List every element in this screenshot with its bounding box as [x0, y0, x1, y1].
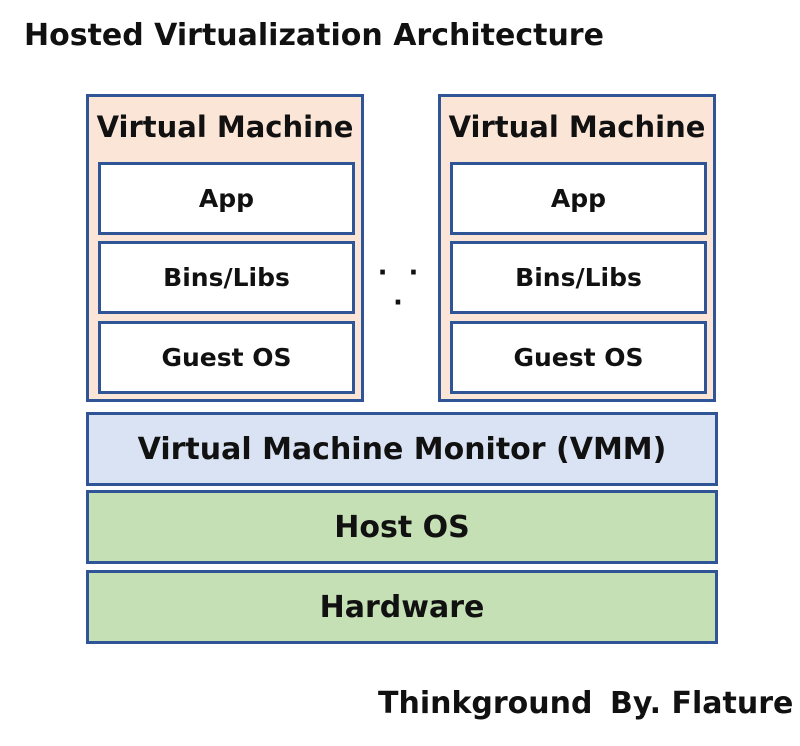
- footer-author: By. Flature: [610, 686, 794, 721]
- bins-libs-layer: Bins/Libs: [98, 241, 355, 314]
- footer-thinkground: Thinkground: [378, 686, 593, 721]
- vmm-layer: Virtual Machine Monitor (VMM): [86, 412, 718, 486]
- virtual-machine-title: Virtual Machine: [96, 110, 354, 144]
- virtual-machine-left: Virtual Machine App Bins/Libs Guest OS: [86, 94, 364, 402]
- bins-libs-layer: Bins/Libs: [450, 241, 707, 314]
- guest-os-layer: Guest OS: [98, 321, 355, 394]
- guest-os-layer: Guest OS: [450, 321, 707, 394]
- app-layer: App: [450, 162, 707, 235]
- virtual-machine-title: Virtual Machine: [448, 110, 706, 144]
- hardware-layer: Hardware: [86, 570, 718, 644]
- diagram-title: Hosted Virtualization Architecture: [24, 18, 604, 53]
- host-os-layer: Host OS: [86, 490, 718, 564]
- ellipsis: · · ·: [377, 258, 425, 318]
- virtual-machine-right: Virtual Machine App Bins/Libs Guest OS: [438, 94, 716, 402]
- app-layer: App: [98, 162, 355, 235]
